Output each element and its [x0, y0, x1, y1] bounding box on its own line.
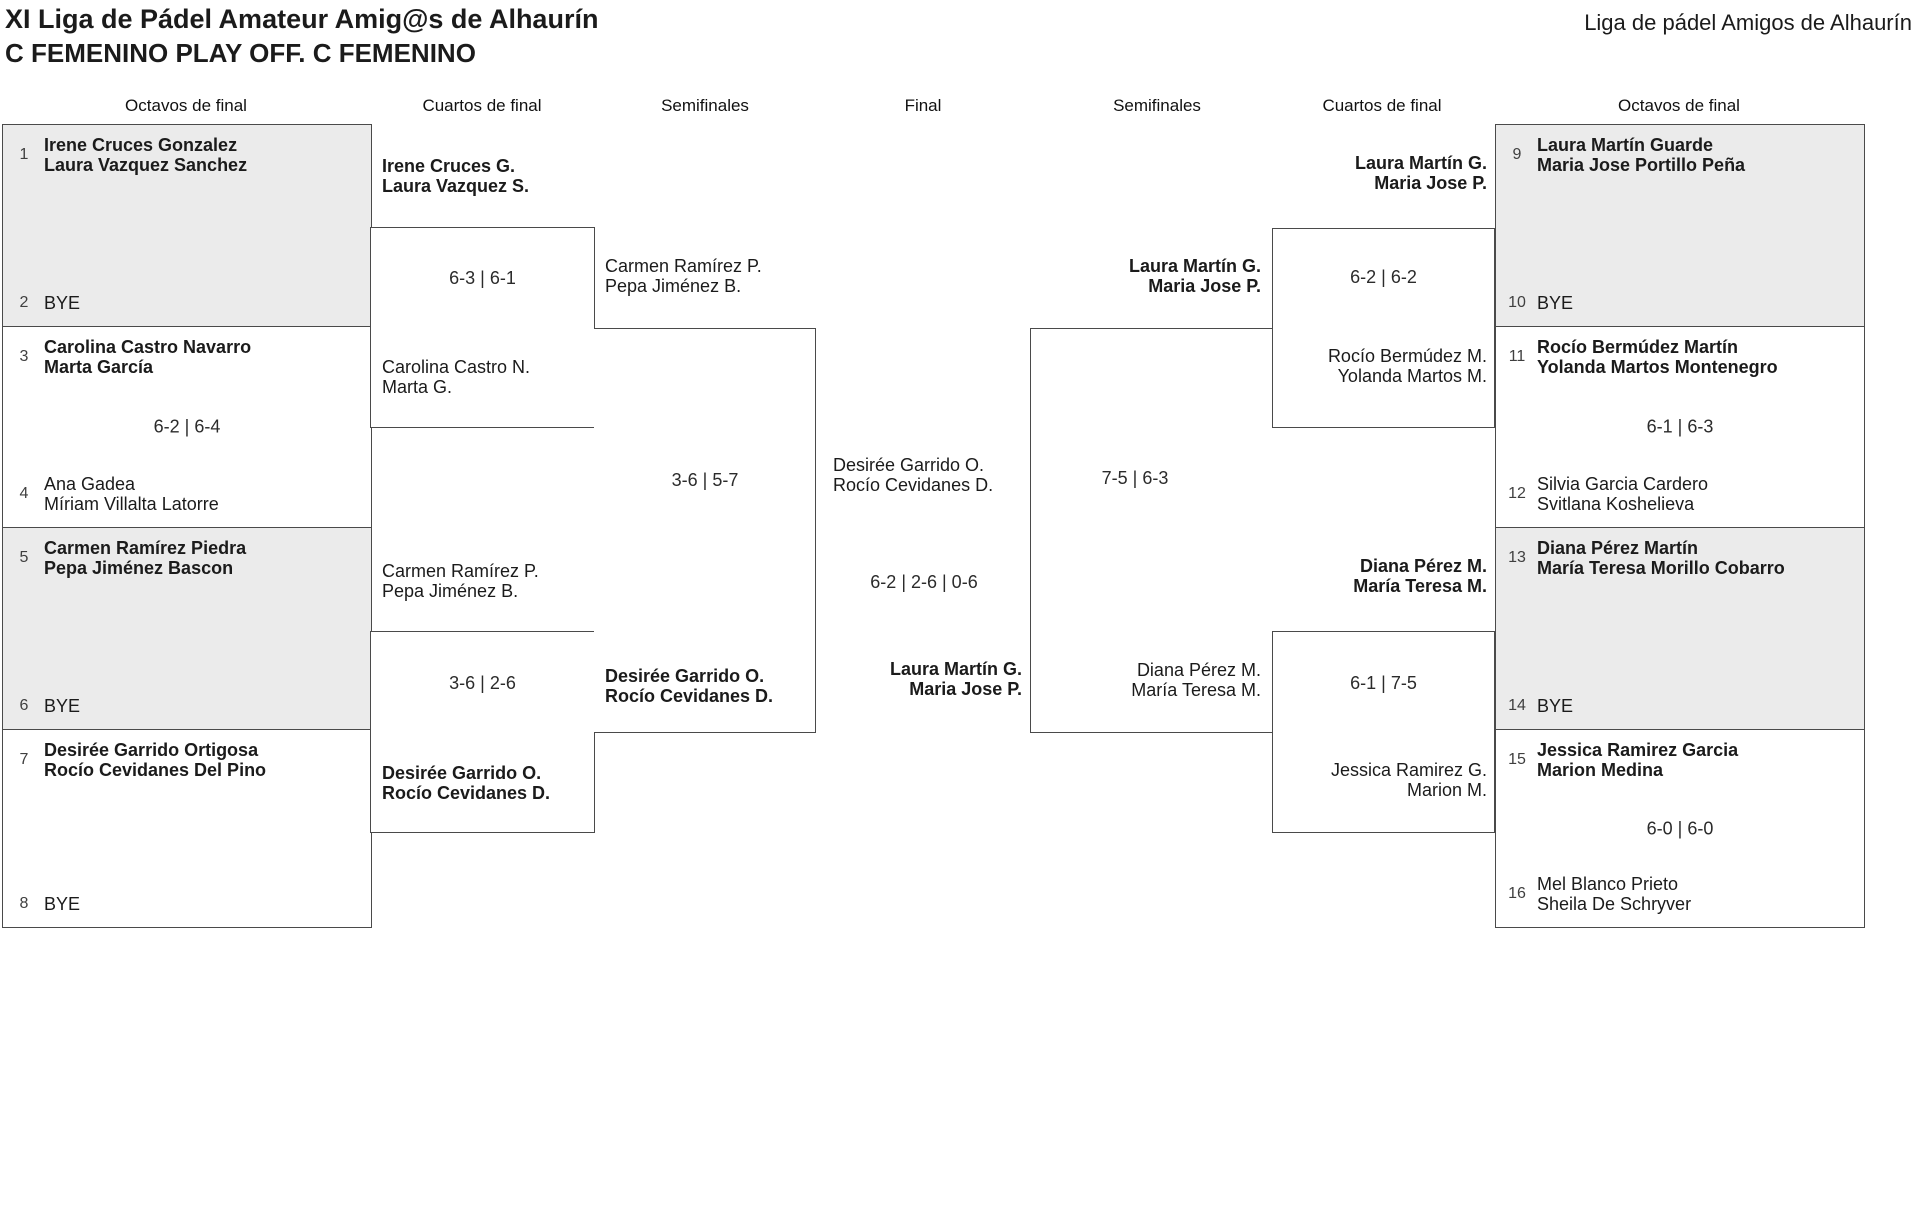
seed-number: 8 [19, 895, 29, 912]
team-name: Rocío Bermúdez M. Yolanda Martos M. [1327, 346, 1487, 386]
team-name: Mel Blanco Prieto Sheila De Schryver [1537, 874, 1692, 914]
page-subtitle: C FEMENINO PLAY OFF. C FEMENINO [5, 38, 476, 68]
team-name: Desirée Garrido Ortigosa Rocío Cevidanes… [44, 740, 267, 780]
match-score: 6-2 | 6-2 [1350, 267, 1417, 287]
round-header-cuartos-right: Cuartos de final [1322, 96, 1442, 115]
team-name: Diana Pérez M. María Teresa M. [1131, 660, 1261, 700]
team-name: Irene Cruces G. Laura Vazquez S. [382, 156, 530, 196]
match-box-right-r16-3: 13 Diana Pérez Martín María Teresa Moril… [1495, 527, 1865, 730]
team-name: Desirée Garrido O. Rocío Cevidanes D. [605, 666, 774, 706]
match-score: 6-3 | 6-1 [449, 268, 516, 288]
seed-number: 9 [1512, 146, 1522, 163]
seed-number: 5 [19, 549, 29, 566]
team-name: BYE [1537, 696, 1574, 716]
seed-number: 2 [19, 294, 29, 311]
brand-title: Liga de pádel Amigos de Alhaurín [1584, 10, 1912, 35]
team-name: Silvia Garcia Cardero Svitlana Kosheliev… [1537, 474, 1709, 514]
team-name: Desirée Garrido O. Rocío Cevidanes D. [833, 455, 994, 495]
match-box-left-qf-1 [370, 227, 595, 428]
seed-number: 1 [19, 146, 29, 163]
seed-number: 10 [1508, 294, 1526, 311]
seed-number: 7 [19, 751, 29, 768]
team-name: Laura Martín G. Maria Jose P. [1128, 256, 1261, 296]
match-score: 3-6 | 2-6 [449, 673, 516, 693]
team-name: BYE [44, 894, 81, 914]
team-name: Irene Cruces Gonzalez Laura Vazquez Sanc… [44, 135, 248, 175]
round-header-octavos-left: Octavos de final [125, 96, 247, 115]
team-name: Laura Martín G. Maria Jose P. [889, 659, 1022, 699]
round-header-final: Final [904, 96, 942, 115]
round-header-octavos-right: Octavos de final [1618, 96, 1740, 115]
match-box-left-r16-4: 7 Desirée Garrido Ortigosa Rocío Cevidan… [2, 729, 372, 928]
match-score: 6-2 | 2-6 | 0-6 [870, 572, 978, 592]
team-name: Carmen Ramírez P. Pepa Jiménez B. [382, 561, 539, 601]
team-name: BYE [44, 293, 81, 313]
team-name: Carolina Castro Navarro Marta García [44, 337, 252, 377]
match-box-left-r16-3: 5 Carmen Ramírez Piedra Pepa Jiménez Bas… [2, 527, 372, 730]
seed-number: 11 [1508, 348, 1526, 365]
match-score: 6-1 | 6-3 [1646, 416, 1714, 437]
team-name: Carmen Ramírez Piedra Pepa Jiménez Basco… [44, 538, 247, 578]
match-score: 6-2 | 6-4 [153, 416, 221, 437]
match-box-right-qf-2 [1272, 631, 1495, 833]
match-score: 3-6 | 5-7 [671, 470, 739, 490]
round-header-semis-right: Semifinales [1113, 96, 1201, 115]
team-name: Diana Pérez M. María Teresa M. [1353, 556, 1487, 596]
team-name: Carolina Castro N. Marta G. [382, 357, 531, 397]
seed-number: 4 [19, 485, 29, 502]
team-name: Jessica Ramirez G. Marion M. [1330, 760, 1487, 800]
match-box-left-r16-2: 3 Carolina Castro Navarro Marta García 6… [2, 326, 372, 528]
page-title: XI Liga de Pádel Amateur Amig@s de Alhau… [5, 4, 599, 34]
team-name: Diana Pérez Martín María Teresa Morillo … [1537, 538, 1785, 578]
match-box-left-qf-2 [370, 631, 595, 833]
match-score: 7-5 | 6-3 [1101, 468, 1169, 488]
match-box-left-r16-1: 1 Irene Cruces Gonzalez Laura Vazquez Sa… [2, 124, 372, 327]
match-box-right-qf-1 [1272, 228, 1495, 428]
team-name: Carmen Ramírez P. Pepa Jiménez B. [605, 256, 762, 296]
team-name: Jessica Ramirez Garcia Marion Medina [1537, 740, 1739, 780]
team-name: BYE [44, 696, 81, 716]
team-name: BYE [1537, 293, 1574, 313]
seed-number: 6 [19, 697, 29, 714]
match-box-right-r16-1: 9 Laura Martín Guarde Maria Jose Portill… [1495, 124, 1865, 327]
seed-number: 15 [1508, 751, 1526, 768]
match-box-right-sf [1030, 328, 1272, 733]
match-score: 6-1 | 7-5 [1350, 673, 1417, 693]
team-name: Laura Martín G. Maria Jose P. [1354, 153, 1487, 193]
team-name: Rocío Bermúdez Martín Yolanda Martos Mon… [1537, 337, 1778, 377]
round-header-semis-left: Semifinales [661, 96, 749, 115]
seed-number: 12 [1508, 485, 1526, 502]
seed-number: 14 [1508, 697, 1526, 714]
seed-number: 16 [1508, 885, 1526, 902]
match-score: 6-0 | 6-0 [1646, 818, 1714, 838]
team-name: Ana Gadea Míriam Villalta Latorre [44, 474, 219, 514]
round-header-cuartos-left: Cuartos de final [422, 96, 542, 115]
match-box-left-sf [594, 328, 816, 733]
team-name: Laura Martín Guarde Maria Jose Portillo … [1537, 135, 1746, 175]
match-box-right-r16-4: 15 Jessica Ramirez Garcia Marion Medina … [1495, 729, 1865, 928]
team-name: Desirée Garrido O. Rocío Cevidanes D. [382, 763, 551, 803]
seed-number: 13 [1508, 549, 1526, 566]
seed-number: 3 [19, 348, 29, 365]
match-box-right-r16-2: 11 Rocío Bermúdez Martín Yolanda Martos … [1495, 326, 1865, 528]
